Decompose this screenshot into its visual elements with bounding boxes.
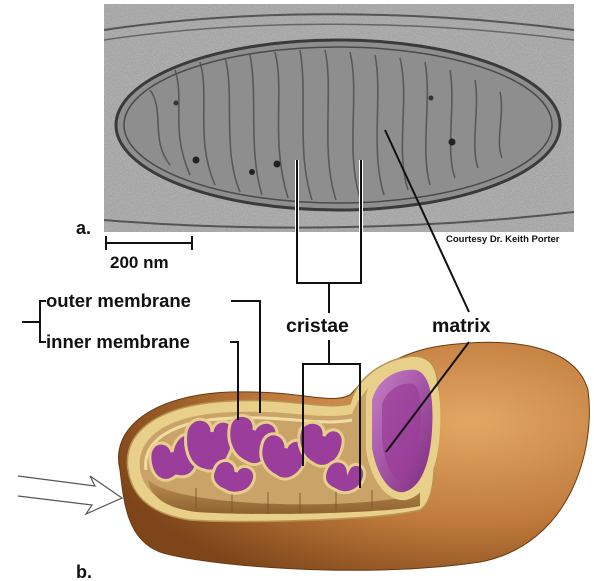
label-cristae: cristae: [286, 315, 349, 337]
label-outer-membrane: outer membrane: [46, 290, 191, 311]
image-credit: Courtesy Dr. Keith Porter: [446, 234, 560, 245]
mitochondrion-cutaway-illustration: [118, 342, 589, 570]
panel-a-letter: a.: [76, 218, 91, 238]
direction-arrow: [18, 476, 122, 514]
electron-micrograph: [104, 4, 574, 232]
scale-bar: [106, 236, 192, 250]
label-matrix: matrix: [432, 315, 491, 337]
panel-b-letter: b.: [76, 562, 92, 581]
label-inner-membrane: inner membrane: [46, 331, 190, 352]
scale-bar-label: 200 nm: [110, 253, 169, 272]
membrane-bracket: [22, 301, 46, 342]
